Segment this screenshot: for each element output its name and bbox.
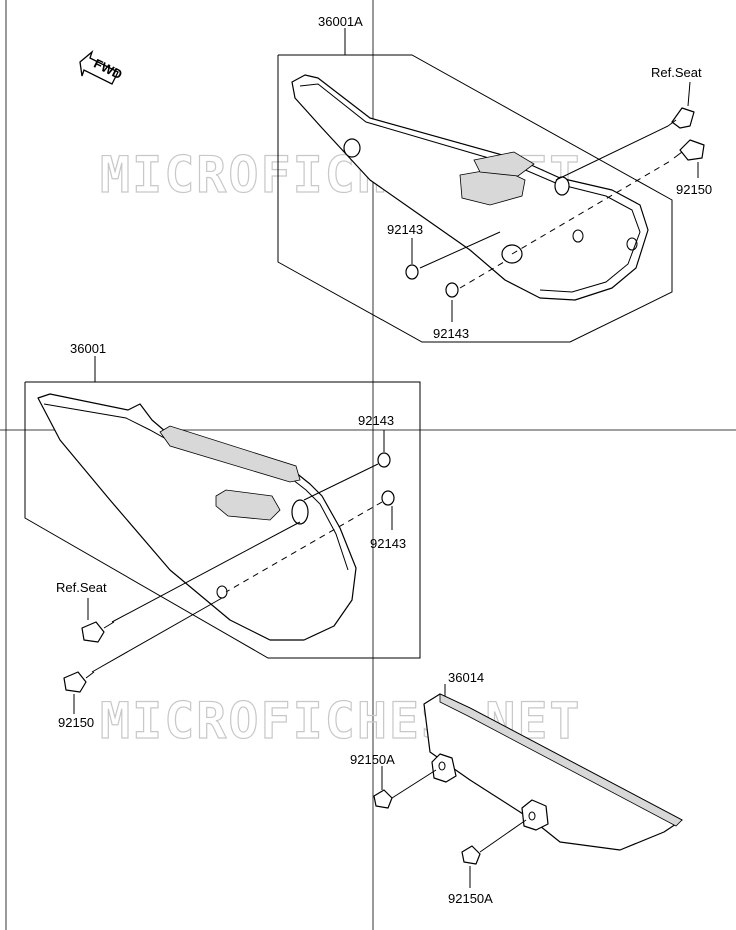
left-side-cover (37, 393, 357, 641)
left-side-cover-group (24, 356, 421, 714)
bolt-92150a-lower-icon (461, 819, 527, 865)
group-outline-upper (277, 54, 673, 343)
group-outline-middle (24, 381, 421, 659)
label-92150-lower: 92150 (58, 715, 94, 730)
label-92143-mid-top: 92143 (358, 413, 394, 428)
fwd-arrow-icon: FWD (79, 50, 125, 85)
label-36001: 36001 (70, 341, 106, 356)
label-92143-upper-left: 92143 (387, 222, 423, 237)
right-side-cover (291, 74, 649, 301)
label-92150a-lower: 92150A (448, 891, 493, 906)
bolt-92150a-upper-icon (373, 769, 437, 809)
washer-middle-top-icon (377, 452, 391, 468)
washer-upper-bottom-icon (445, 282, 459, 298)
label-92143-mid-bottom: 92143 (370, 536, 406, 551)
label-36001a: 36001A (318, 14, 363, 29)
label-ref-seat-lower: Ref.Seat (56, 580, 107, 595)
washer-upper-left-icon (405, 264, 419, 280)
label-92143-upper-bottom: 92143 (433, 326, 469, 341)
bolt-ref-seat-lower-icon (81, 621, 115, 643)
bolt-ref-seat-upper-icon (667, 107, 695, 129)
label-92150-upper: 92150 (676, 182, 712, 197)
label-ref-seat-upper: Ref.Seat (651, 65, 702, 80)
bolt-92150-lower-icon (63, 671, 95, 693)
bolt-92150-upper-icon (673, 139, 705, 161)
label-36014: 36014 (448, 670, 484, 685)
chain-guard (423, 693, 683, 851)
label-92150a-upper: 92150A (350, 752, 395, 767)
washer-middle-bottom-icon (381, 490, 395, 506)
chain-guard-group (373, 684, 683, 888)
right-side-cover-group (277, 28, 705, 343)
